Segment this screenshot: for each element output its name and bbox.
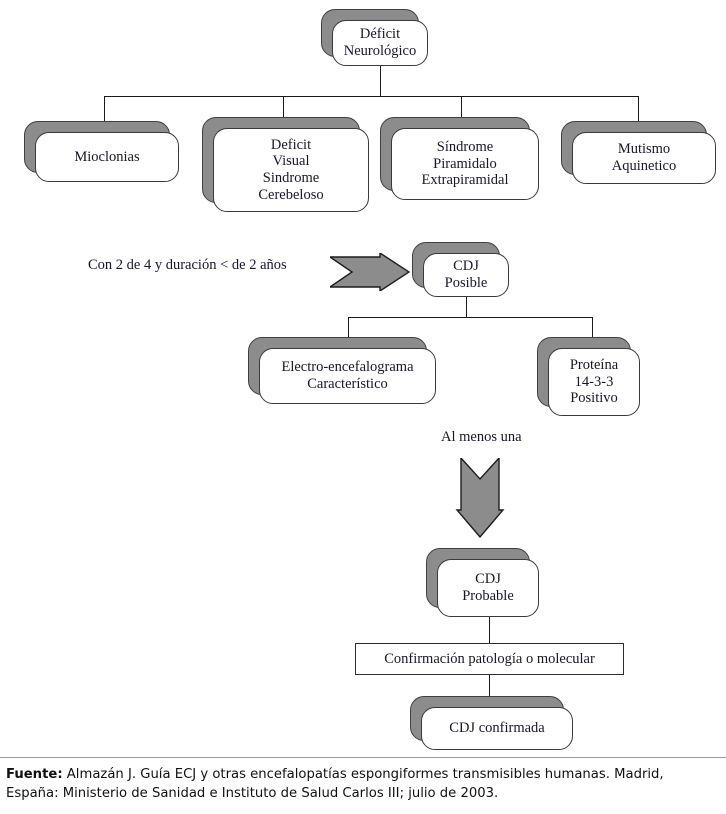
node-label: CDJ Probable: [462, 571, 514, 604]
node-label: Síndrome Piramidalo Extrapiramidal: [421, 139, 509, 189]
box-label: Confirmación patología o molecular: [384, 650, 595, 667]
node-sindrome-piramidalo-extrapiramidal: Síndrome Piramidalo Extrapiramidal: [380, 117, 539, 200]
node-face: CDJ confirmada: [421, 707, 573, 750]
node-face: Electro-encefalograma Característico: [259, 348, 436, 404]
connector-row1-bar: [104, 96, 638, 97]
node-face: Síndrome Piramidalo Extrapiramidal: [391, 128, 539, 200]
cjd-diagnosis-flowchart: Déficit Neurológico Mioclonias Deficit V…: [24, 9, 716, 750]
connector-posible-trunk: [466, 297, 467, 317]
connector-row2-bar: [348, 317, 592, 318]
node-face: Mioclonias: [35, 132, 179, 182]
node-label: Déficit Neurológico: [343, 26, 417, 59]
connector-drop-sindrome-piramidalo: [461, 96, 462, 118]
node-face: Deficit Visual Sindrome Cerebeloso: [213, 128, 369, 212]
node-face: Mutismo Aquinetico: [572, 132, 716, 184]
node-face: CDJ Probable: [437, 559, 539, 617]
label-al-menos-una: Al menos una: [441, 429, 522, 445]
node-cdj-confirmada: CDJ confirmada: [410, 696, 573, 750]
node-label: CDJ Posible: [444, 258, 488, 291]
arrow-right-to-posible: [330, 253, 410, 291]
source-text: Almazán J. Guía ECJ y otras encefalopatí…: [6, 767, 664, 802]
node-label: Mutismo Aquinetico: [611, 141, 677, 174]
node-cdj-probable: CDJ Probable: [426, 548, 539, 617]
node-face: Déficit Neurológico: [332, 20, 428, 66]
arrow-down-to-probable: [455, 458, 505, 538]
connector-drop-proteina: [592, 317, 593, 339]
connector-root-trunk: [380, 66, 381, 96]
node-label: Deficit Visual Sindrome Cerebeloso: [258, 136, 324, 203]
node-electroencefalograma-caracteristico: Electro-encefalograma Característico: [248, 337, 436, 404]
node-mutismo-aquinetico: Mutismo Aquinetico: [561, 121, 716, 184]
node-cdj-posible: CDJ Posible: [412, 242, 509, 297]
connector-drop-deficit-visual: [283, 96, 284, 118]
node-face: CDJ Posible: [423, 253, 509, 297]
connector-probable-to-confirmacion: [489, 617, 490, 643]
connector-confirmacion-to-confirmada: [489, 675, 490, 707]
node-label: Mioclonias: [74, 148, 140, 165]
connector-drop-eeg: [348, 317, 349, 339]
node-label: CDJ confirmada: [449, 720, 545, 737]
node-deficit-neurologico: Déficit Neurológico: [321, 9, 428, 66]
source-citation: Fuente: Almazán J. Guía ECJ y otras ence…: [0, 757, 726, 814]
node-label: Proteína 14-3-3 Positivo: [569, 357, 619, 407]
connector-drop-mutismo: [638, 96, 639, 122]
connector-drop-mioclonias: [104, 96, 105, 122]
node-face: Proteína 14-3-3 Positivo: [548, 348, 640, 416]
node-label: Electro-encefalograma Característico: [281, 359, 414, 392]
node-proteina-14-3-3-positivo: Proteína 14-3-3 Positivo: [537, 337, 640, 416]
label-criteria-2-de-4: Con 2 de 4 y duración < de 2 años: [88, 257, 287, 273]
box-confirmacion-patologia-molecular: Confirmación patología o molecular: [355, 643, 624, 675]
node-mioclonias: Mioclonias: [24, 121, 179, 182]
source-label: Fuente:: [6, 767, 63, 782]
node-deficit-visual-sindrome-cerebeloso: Deficit Visual Sindrome Cerebeloso: [202, 117, 369, 212]
